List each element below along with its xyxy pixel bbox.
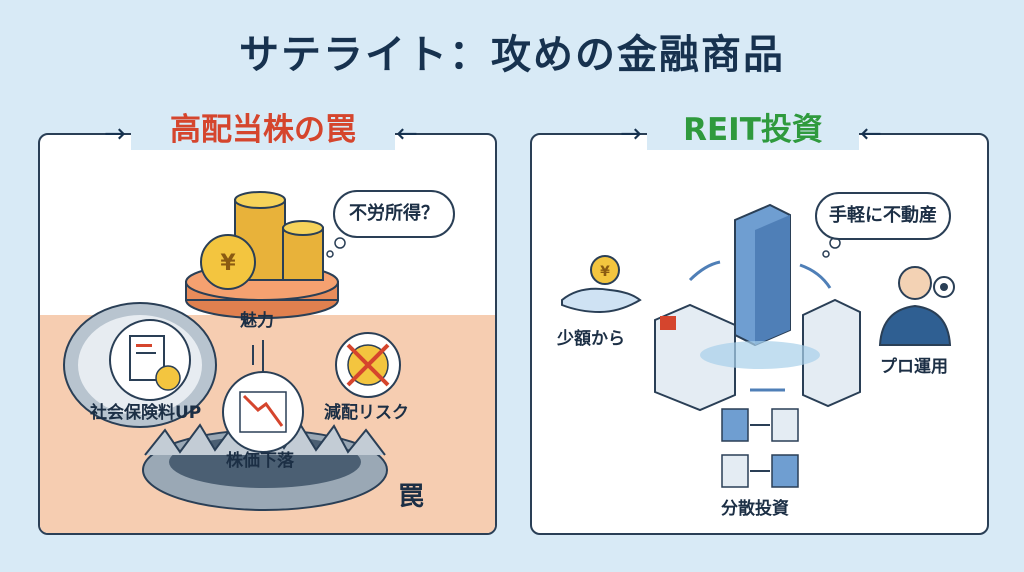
svg-text:¥: ¥ xyxy=(600,264,610,280)
dividend-cut-icon xyxy=(335,332,401,398)
small-amount-label: 少額から xyxy=(557,329,625,349)
social-insurance-label: 社会保険料UP xyxy=(90,403,202,423)
right-heading-arrow-right-icon: → xyxy=(620,119,642,149)
diversified-investment-label: 分散投資 xyxy=(721,499,789,519)
left-heading-arrow-left-icon: ← xyxy=(396,119,418,149)
reit-heading: REIT投資 xyxy=(647,110,859,150)
coin-stack-icon: ¥ xyxy=(185,191,339,319)
stock-decline-label: 株価下落 xyxy=(226,451,294,471)
professional-person-icon xyxy=(878,266,952,346)
appeal-label: 魅力 xyxy=(240,311,274,331)
right-heading-arrow-left-icon: ← xyxy=(860,119,882,149)
left-heading-arrow-right-icon: → xyxy=(104,119,126,149)
apartment-building-icon xyxy=(802,298,861,408)
office-tower-icon xyxy=(734,203,791,347)
professional-management-label: プロ運用 xyxy=(880,357,948,377)
gear-icon xyxy=(933,276,955,298)
stock-down-icon xyxy=(222,371,304,453)
hand-coin-icon: ¥ xyxy=(561,255,642,314)
diversified-buildings-icon xyxy=(721,408,799,488)
document-shock-icon xyxy=(109,319,191,401)
easy-real-estate-bubble: 手軽に不動産 xyxy=(815,192,951,240)
high-dividend-heading: 高配当株の罠 xyxy=(131,110,395,150)
dividend-cut-label: 減配リスク xyxy=(324,403,409,423)
shop-building-icon xyxy=(654,303,736,412)
trap-label: 罠 xyxy=(398,482,425,512)
passive-income-bubble: 不労所得？ xyxy=(333,190,455,238)
page-title: サテライト：攻めの金融商品 xyxy=(239,32,785,78)
svg-text:¥: ¥ xyxy=(220,251,236,276)
